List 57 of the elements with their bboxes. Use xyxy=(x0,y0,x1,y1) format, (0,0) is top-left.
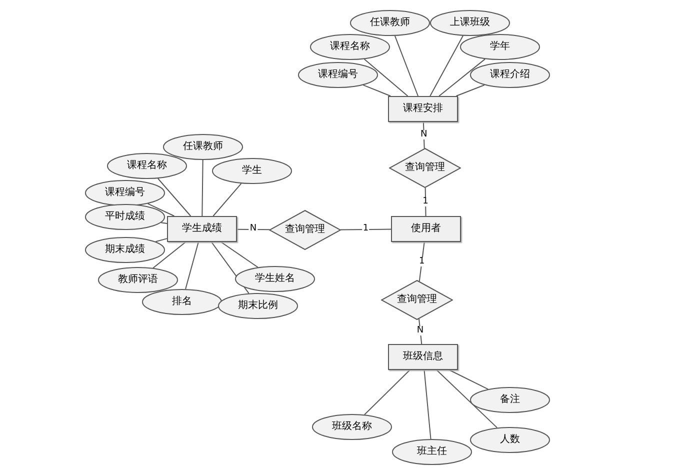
entity-box xyxy=(391,216,461,242)
connector-line xyxy=(362,84,391,96)
attribute-label: 期末比例 xyxy=(238,301,278,311)
attribute-label: 任课教师 xyxy=(183,142,223,152)
connector-line xyxy=(424,370,432,440)
connector-line xyxy=(185,242,199,290)
entity-box xyxy=(388,344,458,370)
connector-line xyxy=(418,318,422,344)
attribute-label: 学生姓名 xyxy=(255,274,295,284)
attribute-label: 任课教师 xyxy=(370,18,410,28)
attribute-label: 人数 xyxy=(500,435,520,445)
cardinality-label: N xyxy=(420,130,428,140)
attribute-label: 期末成绩 xyxy=(105,245,145,255)
connector-line xyxy=(364,58,408,96)
attribute-label: 备注 xyxy=(500,395,520,405)
entity-box xyxy=(388,96,458,122)
relationship-label: 查询管理 xyxy=(397,295,437,305)
connector-line xyxy=(340,228,392,230)
connector-line xyxy=(155,238,168,242)
entity-label: 课程安排 xyxy=(403,104,443,114)
attribute-label: 班级名称 xyxy=(332,422,372,432)
cardinality-label: N xyxy=(416,326,425,336)
relationship-label: 查询管理 xyxy=(405,163,445,173)
connector-line xyxy=(436,370,498,428)
attribute-label: 课程编号 xyxy=(318,70,358,80)
entity-label: 学生成绩 xyxy=(182,224,222,234)
connector-line xyxy=(152,242,186,268)
entity-box xyxy=(167,216,237,242)
connector-line xyxy=(430,35,464,96)
attribute-label: 学年 xyxy=(490,42,510,52)
connector-line xyxy=(364,370,410,416)
cardinality-label: 1 xyxy=(422,197,430,206)
attribute-label: 排名 xyxy=(172,297,192,307)
attribute-label: 教师评语 xyxy=(118,275,158,285)
connector-line xyxy=(236,228,270,230)
connector-line xyxy=(160,222,168,224)
cardinality-label: 1 xyxy=(418,257,426,266)
attribute-label: 班主任 xyxy=(417,447,447,457)
attribute-label: 平时成绩 xyxy=(105,212,145,222)
attribute-label: 上课班级 xyxy=(450,18,490,28)
connector-line xyxy=(147,203,175,216)
attribute-label: 课程介绍 xyxy=(490,70,530,80)
attribute-label: 课程编号 xyxy=(105,188,145,198)
connector-line xyxy=(212,183,242,216)
connector-line xyxy=(456,84,485,96)
connector-line xyxy=(157,178,192,216)
connector-line xyxy=(220,242,258,268)
connector-line xyxy=(438,58,486,96)
entity-label: 使用者 xyxy=(411,224,441,234)
attribute-label: 课程名称 xyxy=(330,42,370,52)
attribute-label: 学生 xyxy=(242,166,262,176)
connector-line xyxy=(202,160,204,216)
connector-line xyxy=(394,35,418,96)
attribute-label: 课程名称 xyxy=(127,161,167,171)
relationship-label: 查询管理 xyxy=(285,225,325,235)
entity-label: 班级信息 xyxy=(403,352,443,362)
connector-line xyxy=(448,370,489,390)
